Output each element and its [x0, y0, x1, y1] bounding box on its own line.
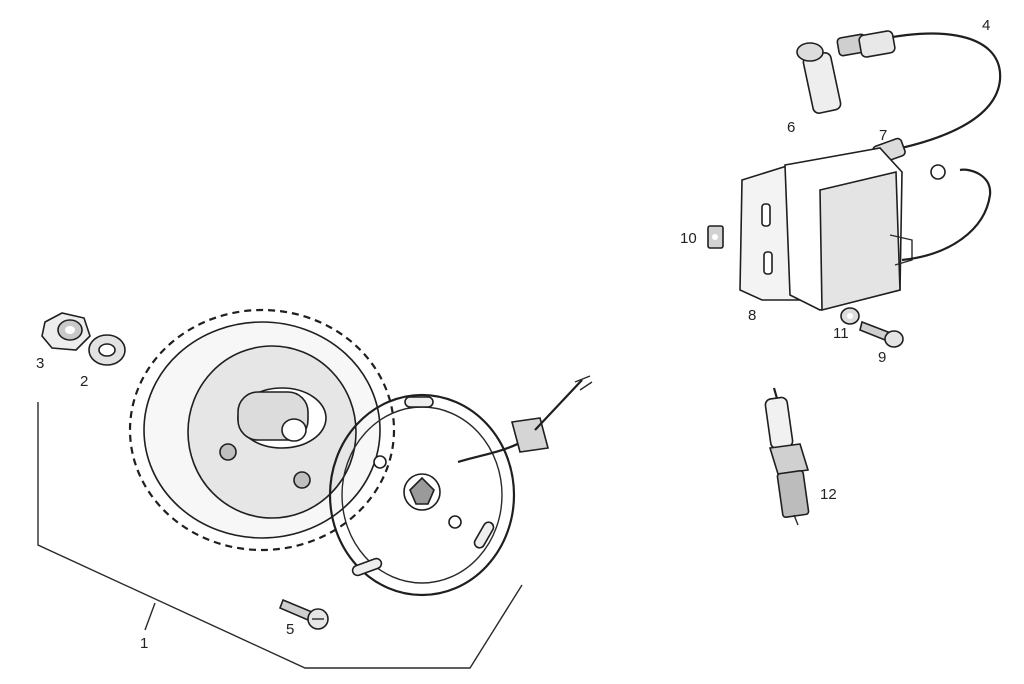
callout-11: 11 [833, 325, 849, 342]
callout-12: 12 [820, 486, 837, 503]
stator-plate [328, 375, 593, 597]
washer [88, 334, 126, 366]
callout-labels: 1 2 3 4 5 6 7 8 9 10 11 12 [36, 17, 990, 652]
screw [278, 598, 329, 630]
spark-plug-cap [796, 30, 896, 114]
callout-2: 2 [80, 373, 88, 390]
callout-7: 7 [879, 127, 887, 144]
clip-nut [707, 225, 724, 249]
callout-10: 10 [680, 230, 697, 247]
callout-4: 4 [982, 17, 990, 34]
coil-bolt [859, 320, 904, 348]
ht-lead [847, 32, 1002, 152]
coil-washer [840, 307, 860, 325]
callout-3: 3 [36, 355, 44, 372]
callout-8: 8 [748, 307, 756, 324]
assembly-bracket [37, 402, 523, 669]
ignition-coil [739, 147, 992, 312]
callout-6: 6 [787, 119, 795, 136]
callout-5: 5 [286, 621, 294, 638]
spark-plug [764, 387, 810, 526]
callout-1: 1 [140, 635, 148, 652]
hex-nut [41, 312, 91, 351]
callout-9: 9 [878, 349, 886, 366]
flywheel-ring-gear [128, 308, 396, 552]
